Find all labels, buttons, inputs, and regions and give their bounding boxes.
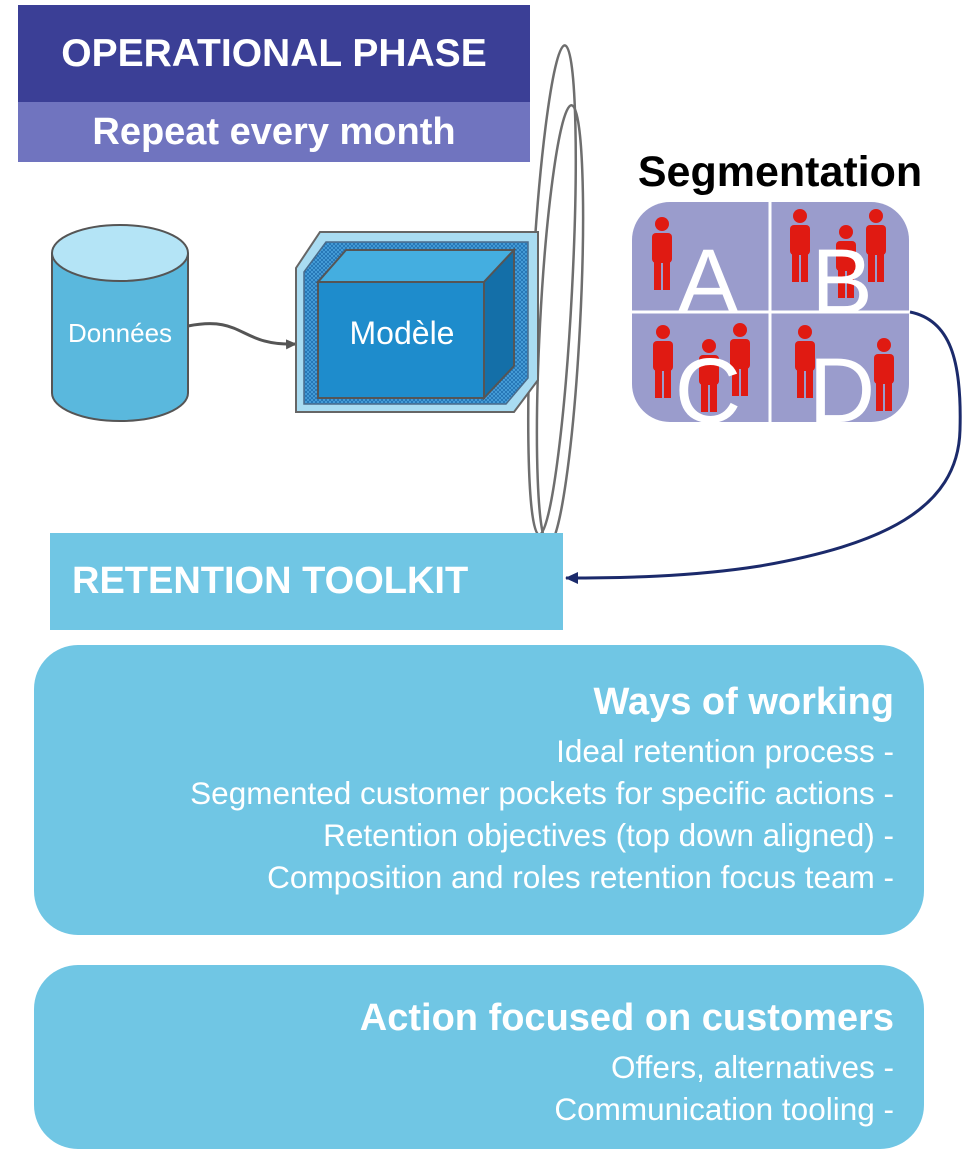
person-icon: [653, 325, 673, 398]
person-icon: [874, 338, 894, 411]
person-icon: [730, 323, 750, 396]
segment-a-label: A: [677, 231, 739, 333]
segment-b-label: B: [811, 231, 873, 333]
data-label: Données: [67, 318, 173, 348]
model-label: Modèle: [349, 315, 455, 351]
ways-of-working-panel: Ways of working Ideal retention process …: [34, 645, 924, 935]
ways-of-working-title: Ways of working: [593, 681, 894, 723]
ways-of-working-item: Retention objectives (top down aligned) …: [323, 817, 894, 853]
person-icon: [836, 225, 856, 298]
customer-actions-item: Offers, alternatives -: [610, 1049, 894, 1085]
person-icon: [866, 209, 886, 282]
segmentation-to-toolkit-arrow: [565, 310, 962, 584]
customer-actions-title: Action focused on customers: [359, 997, 894, 1039]
retention-toolkit-banner: RETENTION TOOLKIT: [50, 533, 563, 630]
phase-subtitle: Repeat every month: [18, 102, 530, 162]
customer-actions-item: Communication tooling -: [554, 1091, 894, 1127]
data-to-model-arrow: [187, 322, 297, 350]
database-cylinder: [51, 224, 189, 422]
ways-of-working-item: Segmented customer pockets for specific …: [190, 775, 894, 811]
segment-people: [652, 209, 894, 412]
process-diagram: [51, 44, 962, 584]
ways-of-working-item: Ideal retention process -: [556, 733, 894, 769]
segment-d-label: D: [808, 340, 876, 442]
person-icon: [699, 339, 719, 412]
customer-actions-panel: Action focused on customers Offers, alte…: [34, 965, 924, 1149]
person-icon: [652, 217, 672, 290]
ways-of-working-item: Composition and roles retention focus te…: [267, 859, 894, 895]
phase-title: OPERATIONAL PHASE: [18, 5, 530, 102]
segmentation-title: Segmentation: [637, 148, 923, 196]
segment-c-label: C: [674, 340, 742, 442]
model-cube: [295, 231, 539, 413]
person-icon: [795, 325, 815, 398]
person-icon: [790, 209, 810, 282]
